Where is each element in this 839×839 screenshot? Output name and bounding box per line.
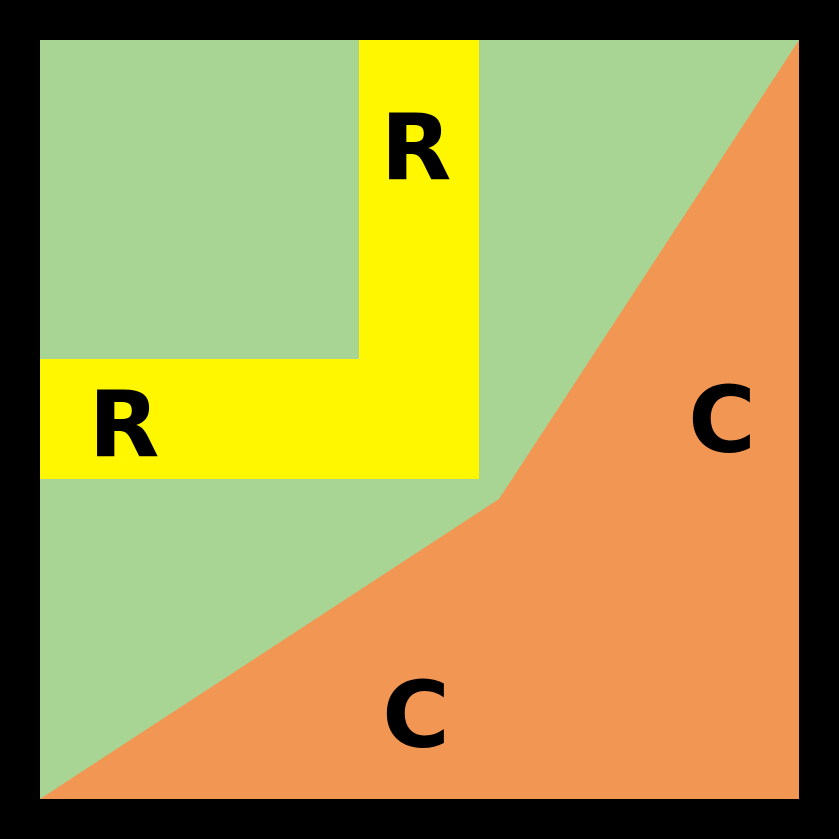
label-c-right: C — [688, 367, 756, 474]
label-r-left: R — [89, 372, 160, 479]
label-c-bottom: C — [382, 662, 450, 769]
orange-region — [40, 40, 799, 799]
label-r-top: R — [381, 95, 452, 202]
yellow-l-region — [40, 40, 479, 479]
